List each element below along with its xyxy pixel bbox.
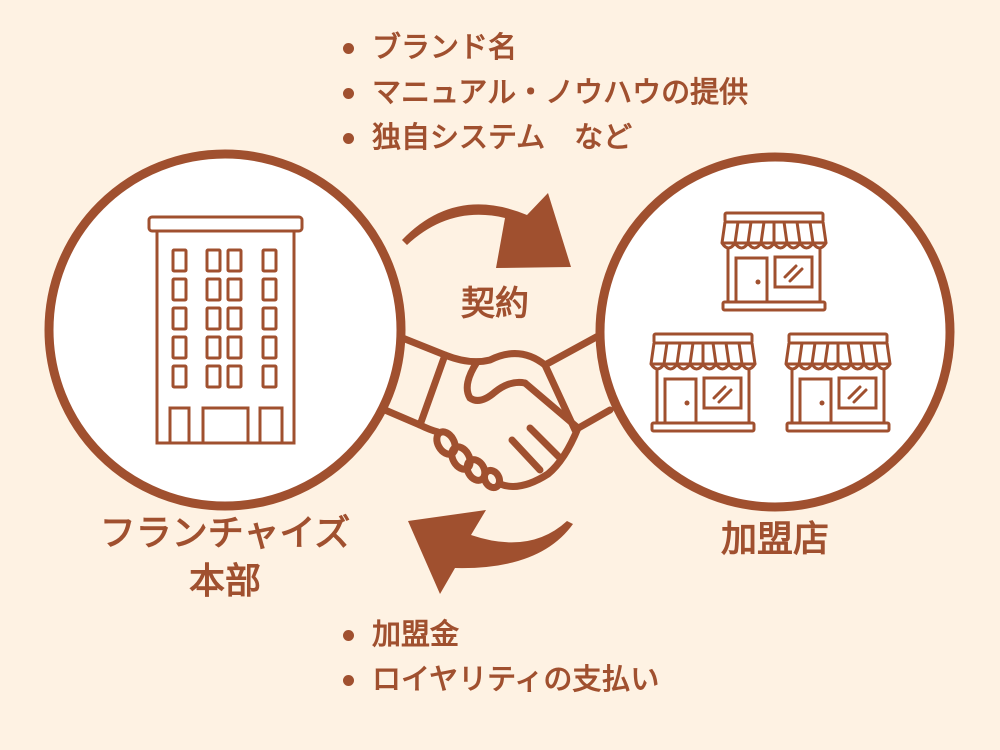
handshake-icon [381, 331, 614, 492]
headquarters-label-line2: 本部 [188, 561, 261, 602]
contract-label: 契約 [461, 284, 529, 324]
headquarters-label: フランチャイズ 本部 [70, 510, 380, 606]
list-item: 加盟金 [336, 612, 659, 657]
office-building-icon [147, 215, 304, 445]
list-item: 独自システム など [336, 115, 748, 160]
franchisee-circle [595, 152, 955, 512]
arrow-right-curved-icon [402, 193, 571, 268]
headquarters-circle [44, 149, 406, 511]
provided-items-list: ブランド名 マニュアル・ノウハウの提供 独自システム など [336, 25, 748, 160]
arrow-left-curved-icon [408, 510, 573, 594]
payments-list: 加盟金 ロイヤリティの支払い [336, 612, 659, 702]
headquarters-label-line1: フランチャイズ [99, 513, 351, 554]
franchisee-label: 加盟店 [720, 519, 829, 560]
list-item: ブランド名 [336, 25, 748, 70]
list-item: ロイヤリティの支払い [336, 657, 659, 702]
list-item: マニュアル・ノウハウの提供 [336, 70, 748, 115]
